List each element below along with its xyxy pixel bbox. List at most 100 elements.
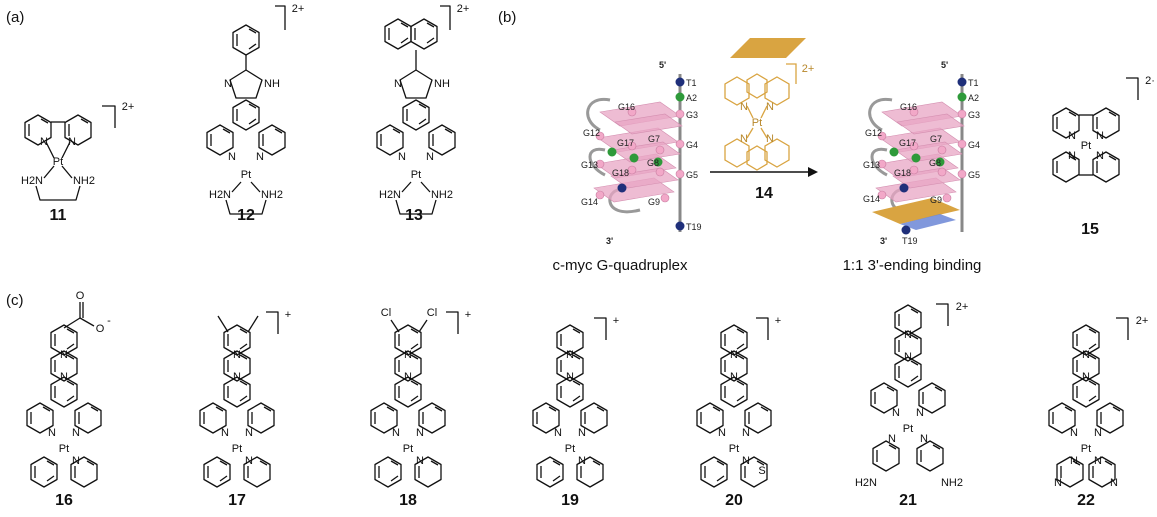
atom-n: N [245, 427, 253, 439]
atom-n: N [1068, 130, 1076, 142]
charge-14: 2+ [802, 63, 815, 75]
atom-n-14: N [766, 101, 774, 113]
atom-n: N [245, 455, 253, 467]
atom-pt: Pt [1081, 140, 1091, 152]
atom-pt: Pt [53, 156, 63, 168]
nuc-G12-left: G12 [583, 128, 600, 138]
nuc-G13-left: G13 [581, 160, 598, 170]
label-14: 14 [755, 185, 773, 202]
g-quadruplex-left [586, 74, 685, 232]
bond [63, 317, 81, 329]
atom-pt: Pt [59, 443, 69, 455]
nuc-G18-right: G18 [894, 168, 911, 178]
atom-n: N [40, 136, 48, 148]
nuc-G4-left: G4 [686, 140, 698, 150]
pyridine-ring [916, 440, 944, 472]
atom-n: N [904, 329, 912, 341]
atom-pt: Pt [403, 443, 413, 455]
atom-nh: NH [434, 78, 450, 90]
charge-bracket [594, 317, 607, 340]
bond [79, 317, 95, 327]
caption-binding: 1:1 3'-ending binding [843, 257, 982, 274]
charge-bracket [1126, 77, 1139, 100]
charge-bracket [102, 105, 116, 128]
atom-o: O [76, 290, 85, 302]
atom-pt: Pt [565, 443, 575, 455]
benzene-ring [30, 456, 58, 488]
label-18: 18 [399, 492, 417, 509]
atom-n: N [392, 427, 400, 439]
charge-bracket [275, 5, 286, 30]
atom-n: N [398, 151, 406, 163]
atom-n: N [1096, 150, 1104, 162]
atom-n: N [228, 151, 236, 163]
atom-n: N [920, 433, 928, 445]
atom-nh2: NH2 [431, 189, 453, 201]
atom-h2n: H2N [379, 189, 401, 201]
atom-n: N [1068, 150, 1076, 162]
bond [217, 315, 229, 333]
atom-n: N [718, 427, 726, 439]
atom-pt: Pt [232, 443, 242, 455]
atom-n: N [256, 151, 264, 163]
panel-label-a: (a) [6, 9, 24, 26]
atom-cl: Cl [381, 307, 391, 319]
atom-pt: Pt [241, 169, 251, 181]
structure-14 [724, 73, 790, 171]
five-prime-right: 5' [941, 60, 948, 70]
atom-n: N [1094, 427, 1102, 439]
pyridine-ring [872, 440, 900, 472]
bond [418, 319, 428, 333]
nuc-G5-left: G5 [686, 170, 698, 180]
ligand-plate-14 [730, 38, 806, 58]
benzene-ring [374, 456, 402, 488]
atom-pt-14: Pt [752, 117, 762, 129]
atom-n: N [730, 349, 738, 361]
atom-nh: NH [264, 78, 280, 90]
nuc-T1-right: T1 [968, 78, 979, 88]
atom-n: N [60, 349, 68, 361]
atom-o: O [96, 323, 105, 335]
charge-bracket [756, 317, 769, 340]
atom-n: N [221, 427, 229, 439]
atom-n: N [888, 433, 896, 445]
atom-pt: Pt [729, 443, 739, 455]
nuc-G3-left: G3 [686, 110, 698, 120]
nuc-G16-left: G16 [618, 102, 635, 112]
nuc-G9-left: G9 [648, 197, 660, 207]
label-20: 20 [725, 492, 743, 509]
atom-n: N [1070, 427, 1078, 439]
nuc-G8-right: G8 [929, 158, 941, 168]
atom-n: N [233, 349, 241, 361]
charge-bracket [446, 311, 459, 334]
structure-15: N N Pt N N [1052, 107, 1120, 183]
atom-n: N [426, 151, 434, 163]
nuc-G4-right: G4 [968, 140, 980, 150]
atom-n: N [566, 349, 574, 361]
label-11: 11 [50, 207, 67, 224]
panel-label-c: (c) [6, 292, 24, 309]
benzene-ring [536, 456, 564, 488]
atom-n: N [1082, 349, 1090, 361]
charge-bracket [936, 303, 949, 326]
charge-bracket [440, 5, 451, 30]
atom-cl: Cl [427, 307, 437, 319]
nuc-A2-right: A2 [968, 93, 979, 103]
atom-n: N [72, 455, 80, 467]
charge-bracket [266, 311, 279, 334]
panel-label-b: (b) [498, 9, 516, 26]
charge-20: + [775, 315, 781, 327]
structure-11: N N Pt H2N NH2 [21, 114, 95, 201]
nuc-T19-right: T19 [902, 236, 918, 246]
nuc-G14-right: G14 [863, 194, 880, 204]
caption-g-quadruplex: c-myc G-quadruplex [552, 257, 688, 274]
charge-bracket [1116, 317, 1129, 340]
charge-19: + [613, 315, 619, 327]
nuc-G17-left: G17 [617, 138, 634, 148]
label-22: 22 [1077, 492, 1095, 509]
label-17: 17 [228, 492, 246, 509]
charge-17: + [285, 309, 291, 321]
nuc-G8-left: G8 [647, 158, 659, 168]
